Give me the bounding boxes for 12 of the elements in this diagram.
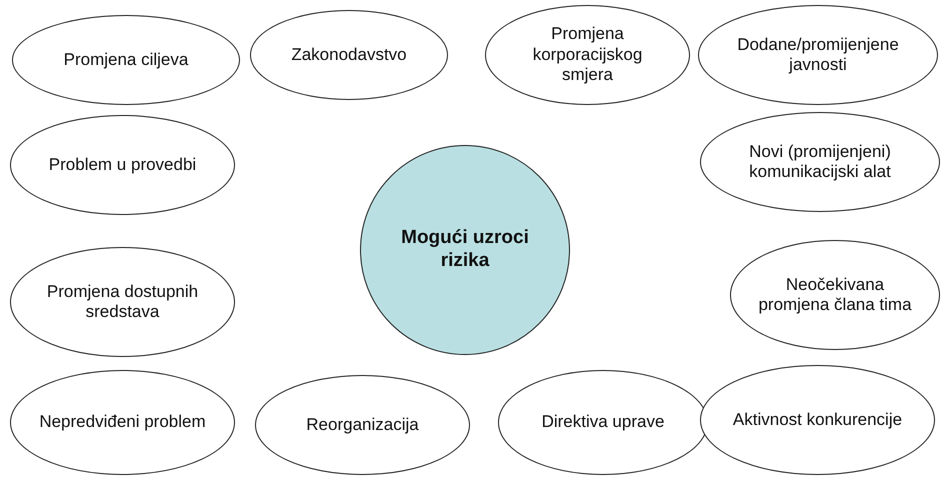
cause-bubble: Nepredviđeni problem: [10, 370, 235, 475]
cause-bubble: Problem u provedbi: [10, 115, 235, 215]
cause-bubble: Novi (promijenjeni) komunikacijski alat: [700, 112, 940, 212]
cause-bubble: Promjena dostupnih sredstava: [10, 247, 235, 357]
cause-bubble: Promjena ciljeva: [12, 15, 240, 105]
cause-bubble: Neočekivana promjena člana tima: [730, 240, 940, 350]
topic-circle: Mogući uzroci rizika: [360, 145, 570, 355]
cause-bubble: Promjena korporacijskog smjera: [485, 5, 690, 105]
cause-bubble: Aktivnost konkurencije: [700, 365, 935, 475]
cause-bubble: Zakonodavstvo: [250, 10, 448, 100]
cause-bubble: Reorganizacija: [255, 375, 470, 475]
cause-bubble: Dodane/promijenjene javnosti: [698, 5, 938, 105]
